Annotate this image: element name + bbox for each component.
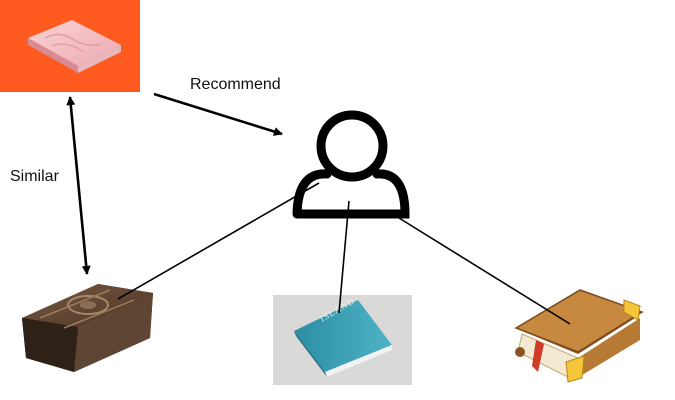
similar-label: Similar: [10, 168, 59, 185]
teal-book-icon: ISLAND: [294, 296, 392, 377]
pink-book-icon: [28, 20, 121, 73]
edge-user-antique-book: [117, 182, 320, 300]
recommend-label: Recommend: [190, 76, 281, 93]
teal-book: ISLAND: [273, 295, 412, 385]
edge-user-cartoon-book: [398, 217, 571, 325]
antique-book: [22, 284, 153, 372]
user-icon: [292, 110, 410, 219]
antique-leather-bible-icon: [22, 284, 153, 372]
cartoon-brown-book-icon: [514, 289, 644, 383]
edge-user-teal-book: [338, 200, 350, 314]
recommended-book: [0, 0, 140, 92]
recommend-arrow: [153, 92, 283, 136]
similar-arrow: [66, 96, 91, 275]
cartoon-book: [514, 289, 644, 383]
